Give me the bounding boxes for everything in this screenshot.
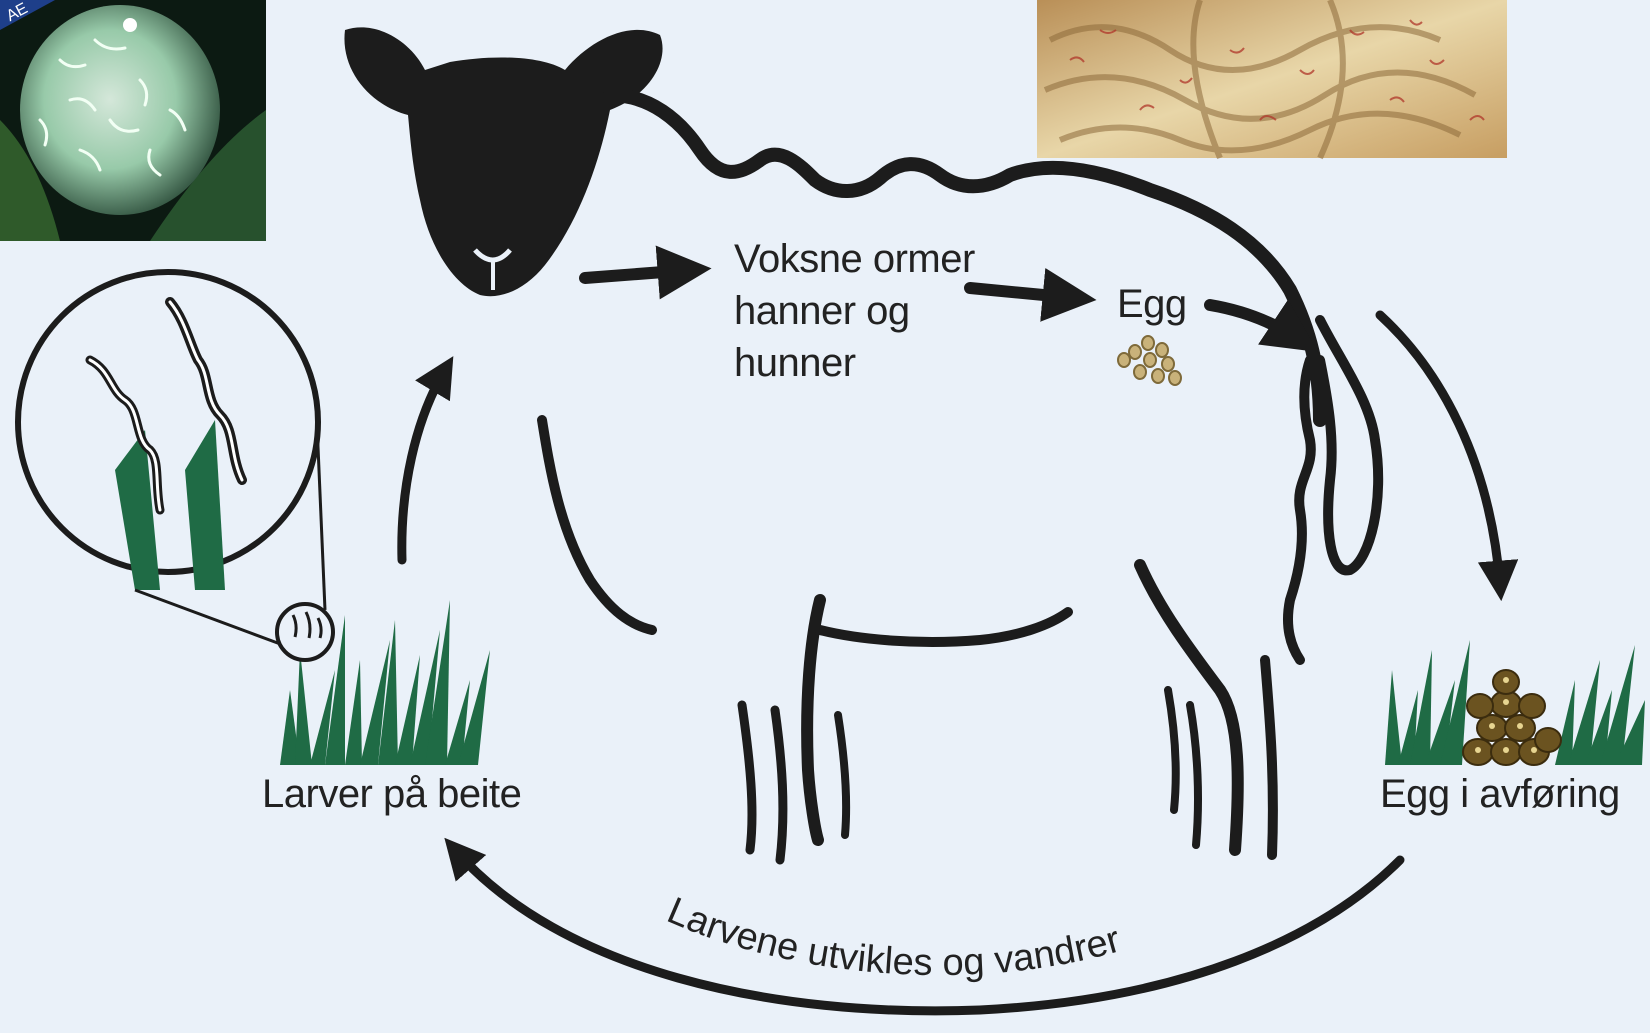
larvae-droplet-photo: AE [0, 0, 266, 241]
label-larvae-develop-text: Larvene utvikles og vandrer [661, 890, 1125, 984]
label-eggs-in-feces: Egg i avføring [1380, 768, 1620, 820]
sheep-head-icon [344, 27, 662, 296]
label-adult-worms: Voksne ormer hanner og hunner [734, 233, 975, 389]
magnifier-circle-icon [18, 272, 325, 645]
label-larvae-develop: Larvene utvikles og vandrer [661, 890, 1125, 984]
grass-with-larvae-icon [277, 600, 490, 765]
stomach-lining-photo [1037, 0, 1507, 158]
label-adult-worms-line3: hunner [734, 337, 975, 389]
label-adult-worms-line1: Voksne ormer [734, 233, 975, 285]
label-adult-worms-line2: hanner og [734, 285, 975, 337]
sheep-body-outline [542, 95, 1378, 860]
label-larvae-on-pasture: Larver på beite [262, 768, 521, 820]
label-eggs: Egg [1117, 278, 1187, 330]
feces-pile-icon [1385, 640, 1645, 765]
egg-cluster-icon [1118, 336, 1181, 385]
